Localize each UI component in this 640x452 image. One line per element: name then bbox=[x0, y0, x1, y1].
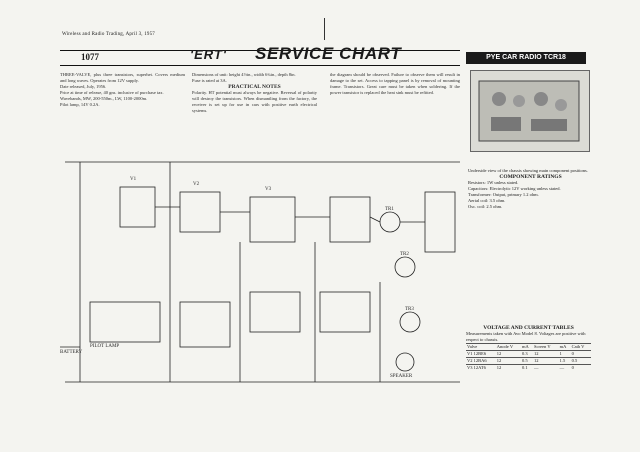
notes-column: Dimensions of unit: height 4½in., width … bbox=[192, 72, 317, 114]
wavebands: Wavebands, MW, 200-550m., LW, 1100-2000m… bbox=[60, 96, 148, 101]
cell: 12 bbox=[495, 350, 521, 358]
col-header: Cath V bbox=[570, 343, 591, 351]
col-header: Valve bbox=[466, 343, 496, 351]
cell: V2 12BA6 bbox=[466, 357, 496, 365]
label-tr3: TR3 bbox=[405, 307, 414, 312]
fuse: Fuse is rated at 3A. bbox=[192, 78, 227, 83]
dimensions: Dimensions of unit: height 4½in., width … bbox=[192, 72, 296, 77]
intro-column: THREE-VALVE, plus three transistors, sup… bbox=[60, 72, 185, 108]
cell: 0.5 bbox=[520, 357, 534, 365]
cell: 0.1 bbox=[520, 364, 534, 371]
rating-3: Aerial coil: 3.5 ohm. bbox=[468, 198, 506, 203]
col-header: mA bbox=[558, 343, 571, 351]
voltage-heading: VOLTAGE AND CURRENT TABLES bbox=[483, 325, 574, 331]
col-header: Screen V bbox=[533, 343, 559, 351]
table-row: V2 12BA6 12 0.5 12 1.5 0.5 bbox=[466, 357, 591, 365]
label-v1: V1 bbox=[130, 177, 137, 182]
label-tr2: TR2 bbox=[400, 252, 409, 257]
voltage-subheading: Measurements taken with Avo Model 8. Vol… bbox=[466, 331, 586, 342]
cell: 1 bbox=[558, 350, 571, 358]
cut-mark bbox=[324, 18, 325, 40]
ratings-heading: COMPONENT RATINGS bbox=[499, 174, 562, 180]
cell: — bbox=[533, 364, 559, 371]
cell: 0.5 bbox=[570, 357, 591, 365]
model-title: PYE CAR RADIO TCR18 bbox=[466, 52, 586, 64]
title-bar bbox=[60, 50, 460, 66]
label-tr1: TR1 bbox=[385, 207, 394, 212]
voltage-grid: Valve Anode V mA Screen V mA Cath V V1 1… bbox=[466, 343, 591, 371]
cell: 0 bbox=[570, 350, 591, 358]
cell: V3 12AT6 bbox=[466, 364, 496, 371]
rating-4: Osc. coil: 2.5 ohm. bbox=[468, 204, 503, 209]
cell: 12 bbox=[495, 357, 521, 365]
notes-continued: the diagram should be observed. Failure … bbox=[330, 72, 460, 95]
cell: 0 bbox=[570, 364, 591, 371]
table-row: V1 12BE6 12 0.3 12 1 0 bbox=[466, 350, 591, 358]
cell: 12 bbox=[533, 350, 559, 358]
pilot-lamp: Pilot lamp, 14V 0.2A. bbox=[60, 102, 100, 107]
cell: — bbox=[558, 364, 571, 371]
photo-caption: Underside view of the chassis showing ma… bbox=[468, 168, 588, 173]
page-number: 1077 bbox=[81, 52, 99, 62]
label-speaker: SPEAKER bbox=[390, 374, 413, 379]
right-legend: Underside view of the chassis showing ma… bbox=[468, 168, 593, 210]
cell: 1.5 bbox=[558, 357, 571, 365]
cell: 12 bbox=[495, 364, 521, 371]
notes-column-2: the diagram should be observed. Failure … bbox=[330, 72, 460, 96]
price: Price at time of release, 40 gns. inclus… bbox=[60, 90, 164, 95]
chassis-photo-drawing bbox=[478, 80, 580, 142]
cell: V1 12BE6 bbox=[466, 350, 496, 358]
cell: 12 bbox=[533, 357, 559, 365]
col-header: mA bbox=[520, 343, 534, 351]
label-battery: BATTERY bbox=[60, 350, 83, 355]
rating-0: Resistors: 1W unless stated. bbox=[468, 180, 519, 185]
running-head: Wireless and Radio Trading, April 3, 195… bbox=[62, 32, 155, 37]
intro-lead: THREE-VALVE, plus three transistors, sup… bbox=[60, 72, 185, 83]
chart-title: SERVICE CHART bbox=[255, 44, 402, 63]
label-v3: V3 bbox=[265, 187, 272, 192]
circuit-schematic: V1 V2 V3 TR1 TR2 TR3 BATTERY SPEAKER PIL… bbox=[60, 152, 465, 397]
label-pilot-lamp: PILOT LAMP bbox=[90, 344, 120, 349]
label-v2: V2 bbox=[193, 182, 200, 187]
chassis-photo bbox=[470, 70, 590, 152]
ert-mark: 'ERT' bbox=[190, 47, 227, 62]
rating-1: Capacitors: Electrolytic 12V working unl… bbox=[468, 186, 561, 191]
notes-text: Polarity. HT potential must always be ne… bbox=[192, 90, 317, 113]
table-row: V3 12AT6 12 0.1 — — 0 bbox=[466, 364, 591, 371]
notes-heading: PRACTICAL NOTES bbox=[228, 84, 281, 90]
schematic-drawing bbox=[60, 161, 460, 383]
cell: 0.3 bbox=[520, 350, 534, 358]
table-header-row: Valve Anode V mA Screen V mA Cath V bbox=[466, 343, 591, 351]
date-released: Date released, July, 1956. bbox=[60, 84, 107, 89]
voltage-table: VOLTAGE AND CURRENT TABLES Measurements … bbox=[466, 325, 591, 371]
rating-2: Transformer: Output, primary 1.2 ohm. bbox=[468, 192, 539, 197]
col-header: Anode V bbox=[495, 343, 521, 351]
